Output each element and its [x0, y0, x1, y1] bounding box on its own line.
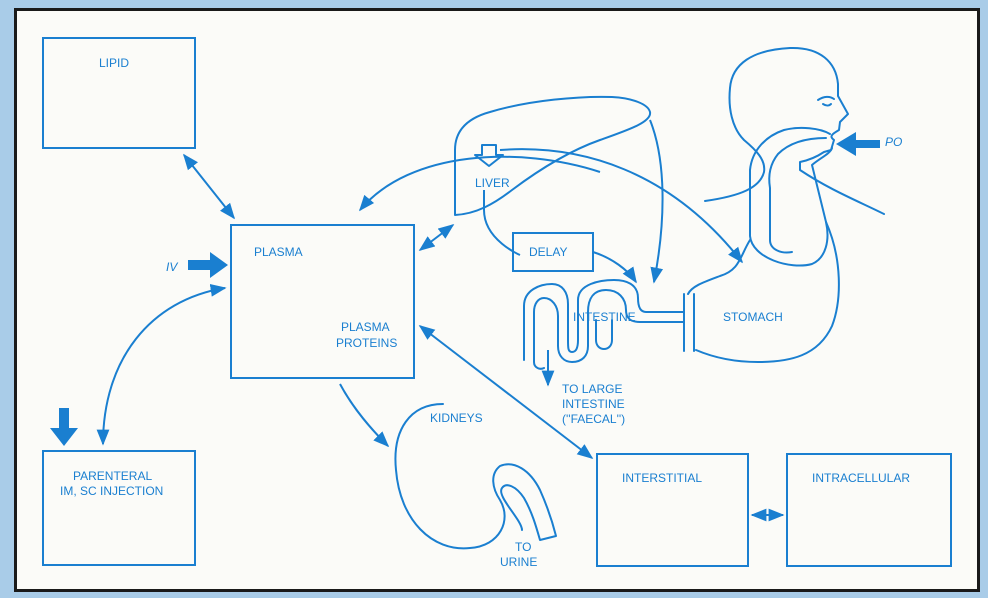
po-input-arrow: [836, 132, 880, 156]
stomach-outline: [687, 221, 840, 363]
parenteral-input-arrow: [50, 408, 78, 446]
intestine-u: [595, 319, 613, 350]
kidneys-label: KIDNEYS: [430, 411, 483, 425]
liver-label: LIVER: [475, 176, 510, 190]
liver-inflow-arrow: [474, 144, 504, 167]
stomach-label: STOMACH: [723, 310, 783, 324]
plasma-label: PLASMA: [254, 245, 303, 259]
liver-outline: [454, 95, 652, 216]
plasma-proteins-label-1: PLASMA: [341, 320, 390, 334]
esophagus-inner: [768, 137, 827, 254]
to-large-label-2: INTESTINE: [562, 397, 625, 411]
plasma-box: [230, 224, 415, 379]
kidney-outline: [394, 403, 557, 550]
parenteral-box: [42, 450, 196, 566]
plasma-liver-arrow: [418, 224, 455, 251]
to-urine-label-1: TO: [515, 540, 531, 554]
iv-input-arrow: [188, 252, 228, 278]
lipid-label: LIPID: [99, 56, 129, 70]
eyebrow: [817, 95, 835, 101]
parenteral-label-1: PARENTERAL: [73, 469, 152, 483]
iv-label: IV: [166, 260, 178, 274]
lipid-plasma-arrow: [183, 153, 235, 220]
delay-to-intestine: [592, 251, 637, 284]
interstitial-label: INTERSTITIAL: [622, 471, 702, 485]
mouth-esophagus: [749, 126, 833, 267]
to-plasma-arc: [358, 155, 601, 212]
liver-to-intestine: [649, 119, 664, 284]
intestine-label: INTESTINE: [573, 310, 636, 324]
interstitial-box: [596, 453, 749, 567]
parenteral-plasma-arrow: [96, 283, 227, 446]
to-urine-label-2: URINE: [500, 555, 537, 569]
head-outline: [704, 46, 885, 215]
intestine-outline: [533, 289, 685, 370]
lipid-box: [42, 37, 196, 149]
intracellular-label: INTRACELLULAR: [812, 471, 910, 485]
to-large-label-1: TO LARGE: [562, 382, 622, 396]
liver-to-delay: [483, 190, 521, 256]
to-large-label-3: (''FAECAL''): [562, 412, 625, 426]
po-label: PO: [885, 135, 902, 149]
plasma-interstitial-arrow: [418, 325, 594, 459]
to-stomach-arc: [499, 148, 743, 264]
parenteral-label-2: IM, SC INJECTION: [60, 484, 163, 498]
plasma-proteins-label-2: PROTEINS: [336, 336, 397, 350]
intracellular-box: [786, 453, 952, 567]
plasma-kidney-arrow: [339, 383, 390, 448]
eye: [822, 103, 832, 107]
delay-label: DELAY: [529, 245, 567, 259]
